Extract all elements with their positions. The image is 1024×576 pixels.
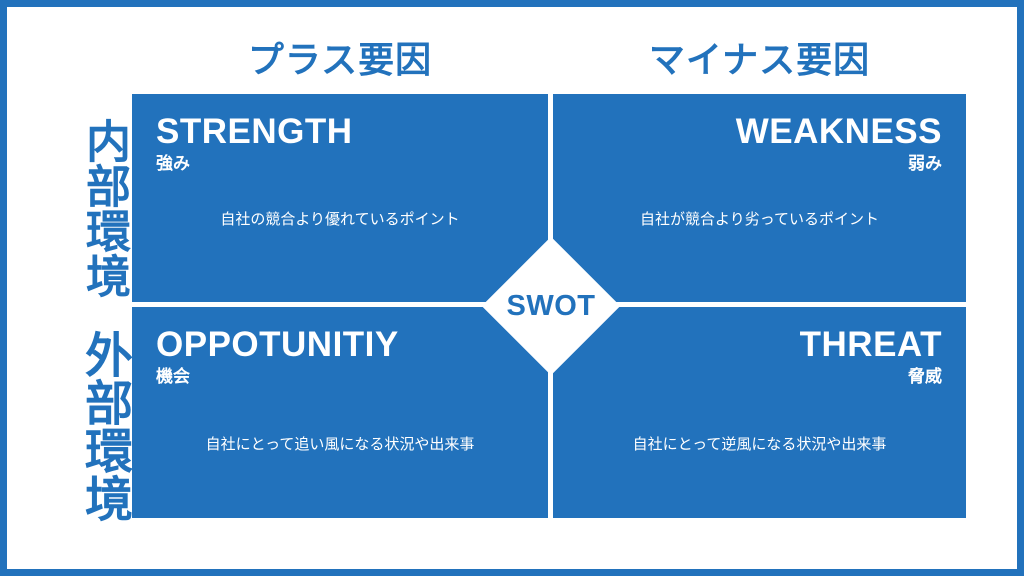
quadrant-strength-description: 自社の競合より優れているポイント xyxy=(220,211,460,228)
swot-matrix: STRENGTH 強み 自社の競合より優れているポイント WEAKNESS 弱み… xyxy=(132,94,966,518)
quadrant-strength-heading: STRENGTH 強み xyxy=(156,112,524,175)
quadrant-threat-description: 自社にとって逆風になる状況や出来事 xyxy=(632,436,887,453)
quadrant-opportunity-heading: OPPOTUNITIY 機会 xyxy=(156,325,524,388)
column-header-positive: プラス要因 xyxy=(247,39,433,80)
row-label-internal-text: 内部環境 xyxy=(79,118,130,298)
quadrant-opportunity-subtitle: 機会 xyxy=(156,367,190,387)
quadrant-opportunity-title: OPPOTUNITIY xyxy=(156,325,399,364)
quadrant-threat-title: THREAT xyxy=(799,325,942,364)
quadrant-threat[interactable]: THREAT 脅威 自社にとって逆風になる状況や出来事 xyxy=(553,307,966,518)
row-label-external: 外部環境 xyxy=(57,330,130,522)
row-label-internal: 内部環境 xyxy=(57,115,130,301)
swot-slide: プラス要因 マイナス要因 内部環境 外部環境 STRENGTH 強み 自社の競合… xyxy=(7,7,1017,569)
quadrant-strength-title: STRENGTH xyxy=(156,112,353,151)
quadrant-weakness[interactable]: WEAKNESS 弱み 自社が競合より劣っているポイント xyxy=(553,94,966,302)
quadrant-weakness-title: WEAKNESS xyxy=(735,112,942,151)
quadrant-opportunity-description: 自社にとって追い風になる状況や出来事 xyxy=(205,436,475,453)
quadrant-threat-heading: THREAT 脅威 xyxy=(577,325,942,388)
quadrant-opportunity[interactable]: OPPOTUNITIY 機会 自社にとって追い風になる状況や出来事 xyxy=(132,307,548,518)
quadrant-weakness-description: 自社が競合より劣っているポイント xyxy=(640,211,879,228)
quadrant-weakness-heading: WEAKNESS 弱み xyxy=(577,112,942,175)
quadrant-threat-subtitle: 脅威 xyxy=(908,367,942,387)
quadrant-strength-subtitle: 強み xyxy=(156,154,190,174)
quadrant-strength[interactable]: STRENGTH 強み 自社の競合より優れているポイント xyxy=(132,94,548,302)
quadrant-weakness-subtitle: 弱み xyxy=(908,154,942,174)
column-header-negative: マイナス要因 xyxy=(648,39,871,80)
swot-center-label: SWOT xyxy=(506,290,596,322)
row-label-external-text: 外部環境 xyxy=(77,330,130,522)
